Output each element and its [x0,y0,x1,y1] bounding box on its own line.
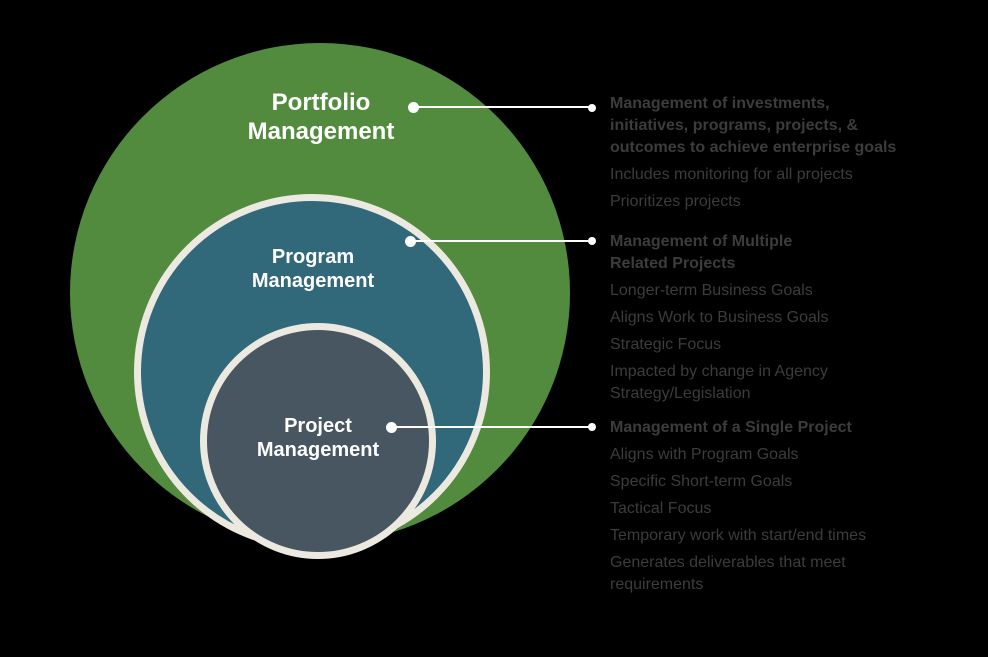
portfolio-annotation: Management of investments, initiatives, … [610,93,982,213]
portfolio-annotation-heading: Management of investments, initiatives, … [610,95,897,156]
program-annotation-item: Longer-term Business Goals [610,282,813,299]
program-annotation-heading: Management of Multiple Related Projects [610,233,793,272]
portfolio-connector-line [414,106,592,108]
project-annotation-heading: Management of a Single Project [610,419,852,436]
portfolio-annotation-item: Prioritizes projects [610,193,741,210]
program-circle-label: Program Management [251,246,375,292]
project-connector-line [392,426,592,428]
project-circle [200,323,436,559]
program-annotation-item: Strategic Focus [610,336,722,353]
project-annotation-item: Specific Short-term Goals [610,473,793,490]
portfolio-connector-end-dot [588,104,596,112]
project-connector-start-dot [386,422,397,433]
program-annotation-item: Impacted by change in Agency Strategy/Le… [610,363,828,402]
portfolio-annotation-item: Includes monitoring for all projects [610,166,853,183]
project-circle-label: Project Management [256,415,380,461]
program-annotation-item: Aligns Work to Business Goals [610,309,829,326]
project-annotation-item: Aligns with Program Goals [610,446,799,463]
project-annotation-item: Temporary work with start/end times [610,527,867,544]
program-connector-end-dot [588,237,596,245]
program-connector-start-dot [405,236,416,247]
portfolio-circle-label: Portfolio Management [247,89,395,145]
project-connector-end-dot [588,423,596,431]
program-annotation: Management of Multiple Related Projects … [610,231,982,405]
project-annotation-item: Generates deliverables that meet require… [610,554,846,593]
project-annotation: Management of a Single Project Aligns wi… [610,417,982,596]
program-connector-line [411,240,592,242]
portfolio-connector-start-dot [408,102,419,113]
project-annotation-item: Tactical Focus [610,500,712,517]
